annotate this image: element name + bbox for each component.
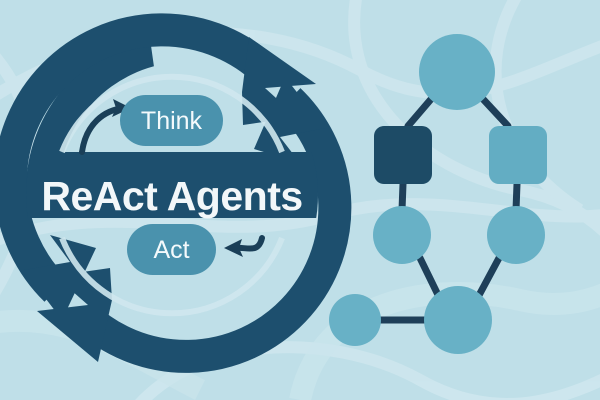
graph-node-bottom-left[interactable] <box>329 294 381 346</box>
edge-mid-right-to-bottom-center <box>473 254 503 303</box>
graph-node-bottom-center[interactable] <box>424 286 492 354</box>
edge-mid-left-to-bottom-center <box>416 254 444 303</box>
title-band <box>26 152 318 218</box>
act-step[interactable]: Act <box>127 224 216 275</box>
edge-top-to-square-left <box>404 94 436 130</box>
think-pill[interactable] <box>120 95 223 146</box>
act-inflow-arrow <box>224 235 265 257</box>
graph-node-top[interactable] <box>419 34 495 110</box>
think-inflow-arrow <box>79 99 131 155</box>
node-graph <box>329 34 547 354</box>
cycle-arrowhead-top-inner <box>254 77 325 163</box>
cycle-arc-bottom <box>71 88 352 373</box>
think-step[interactable]: Think <box>120 95 223 146</box>
react-cycle-diagram: Think Act ReAct Agents <box>0 13 352 373</box>
cycle-arrowhead-bottom-inner <box>24 235 96 320</box>
edge-square-left-to-mid-left <box>398 180 407 214</box>
page-title: ReAct Agents <box>41 173 302 219</box>
graph-node-mid-left[interactable] <box>373 206 431 264</box>
graph-node-square-left[interactable] <box>374 126 432 184</box>
graph-edges <box>374 94 521 324</box>
cycle-arrowhead-bottom <box>37 268 112 362</box>
think-label: Think <box>141 107 203 135</box>
cycle-arc-top <box>0 13 280 302</box>
edge-top-to-square-right <box>478 94 512 130</box>
edge-square-right-to-mid-right <box>512 180 521 214</box>
graph-node-square-right[interactable] <box>489 126 547 184</box>
cycle-arrowhead-top <box>242 37 316 125</box>
graph-node-mid-right[interactable] <box>487 206 545 264</box>
cycle-ring <box>0 13 352 373</box>
act-pill[interactable] <box>127 224 216 275</box>
act-label: Act <box>153 236 189 264</box>
cycle-inner-guides <box>59 73 285 317</box>
